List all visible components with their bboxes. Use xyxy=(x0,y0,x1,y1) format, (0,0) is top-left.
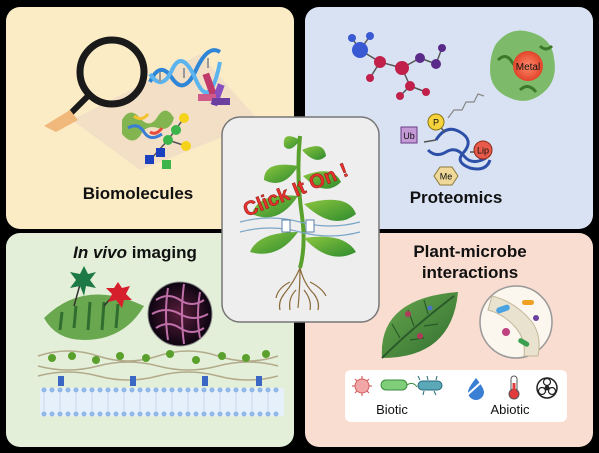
protein-network-icon xyxy=(348,32,446,100)
protein-structure-icon xyxy=(122,110,174,141)
panel-microbe: Plant-microbe interactions xyxy=(305,233,593,447)
bacterium-icon xyxy=(380,379,418,391)
biomolecules-title: Biomolecules xyxy=(83,184,194,203)
seedling-icon xyxy=(239,135,361,311)
thermometer-icon xyxy=(508,375,520,400)
drought-icon xyxy=(465,377,487,400)
biohazard-icon xyxy=(536,377,558,399)
proteomics-title: Proteomics xyxy=(410,188,503,207)
cell-microscopy-icon xyxy=(147,281,213,347)
root-microbe-icon xyxy=(479,285,553,359)
p-label: P xyxy=(433,118,439,128)
microbe-title-line2: interactions xyxy=(422,263,518,282)
chloroplast-icon xyxy=(44,269,144,340)
center-card[interactable]: Click It On ! xyxy=(221,116,380,323)
cell-wall-membrane-icon xyxy=(37,350,284,417)
lip-label: Lip xyxy=(477,146,489,156)
virus-icon xyxy=(352,376,372,396)
panel-biomolecules: Biomolecules xyxy=(6,7,294,229)
me-label: Me xyxy=(440,172,453,182)
glycan-icon xyxy=(145,113,191,169)
ub-label: Ub xyxy=(403,131,415,141)
fluorescent-probe-icon xyxy=(70,266,132,308)
antibody-icon xyxy=(198,72,230,107)
biotic-label: Biotic xyxy=(376,402,408,417)
microbe-title-line1: Plant-microbe xyxy=(413,242,526,261)
metalloprotein-icon: Metal xyxy=(490,30,555,101)
ptm-protein-icon: Ub P Lip Me xyxy=(400,93,493,186)
magnifier-icon xyxy=(44,36,148,132)
leaf-icon xyxy=(381,292,458,359)
invivo-title: In vivo imaging xyxy=(73,243,197,262)
invivo-title-italic: In vivo xyxy=(73,243,127,262)
bacterium-icon xyxy=(417,375,443,396)
abiotic-label: Abiotic xyxy=(490,402,530,417)
metal-label: Metal xyxy=(516,62,540,73)
invivo-title-rest: imaging xyxy=(127,243,197,262)
